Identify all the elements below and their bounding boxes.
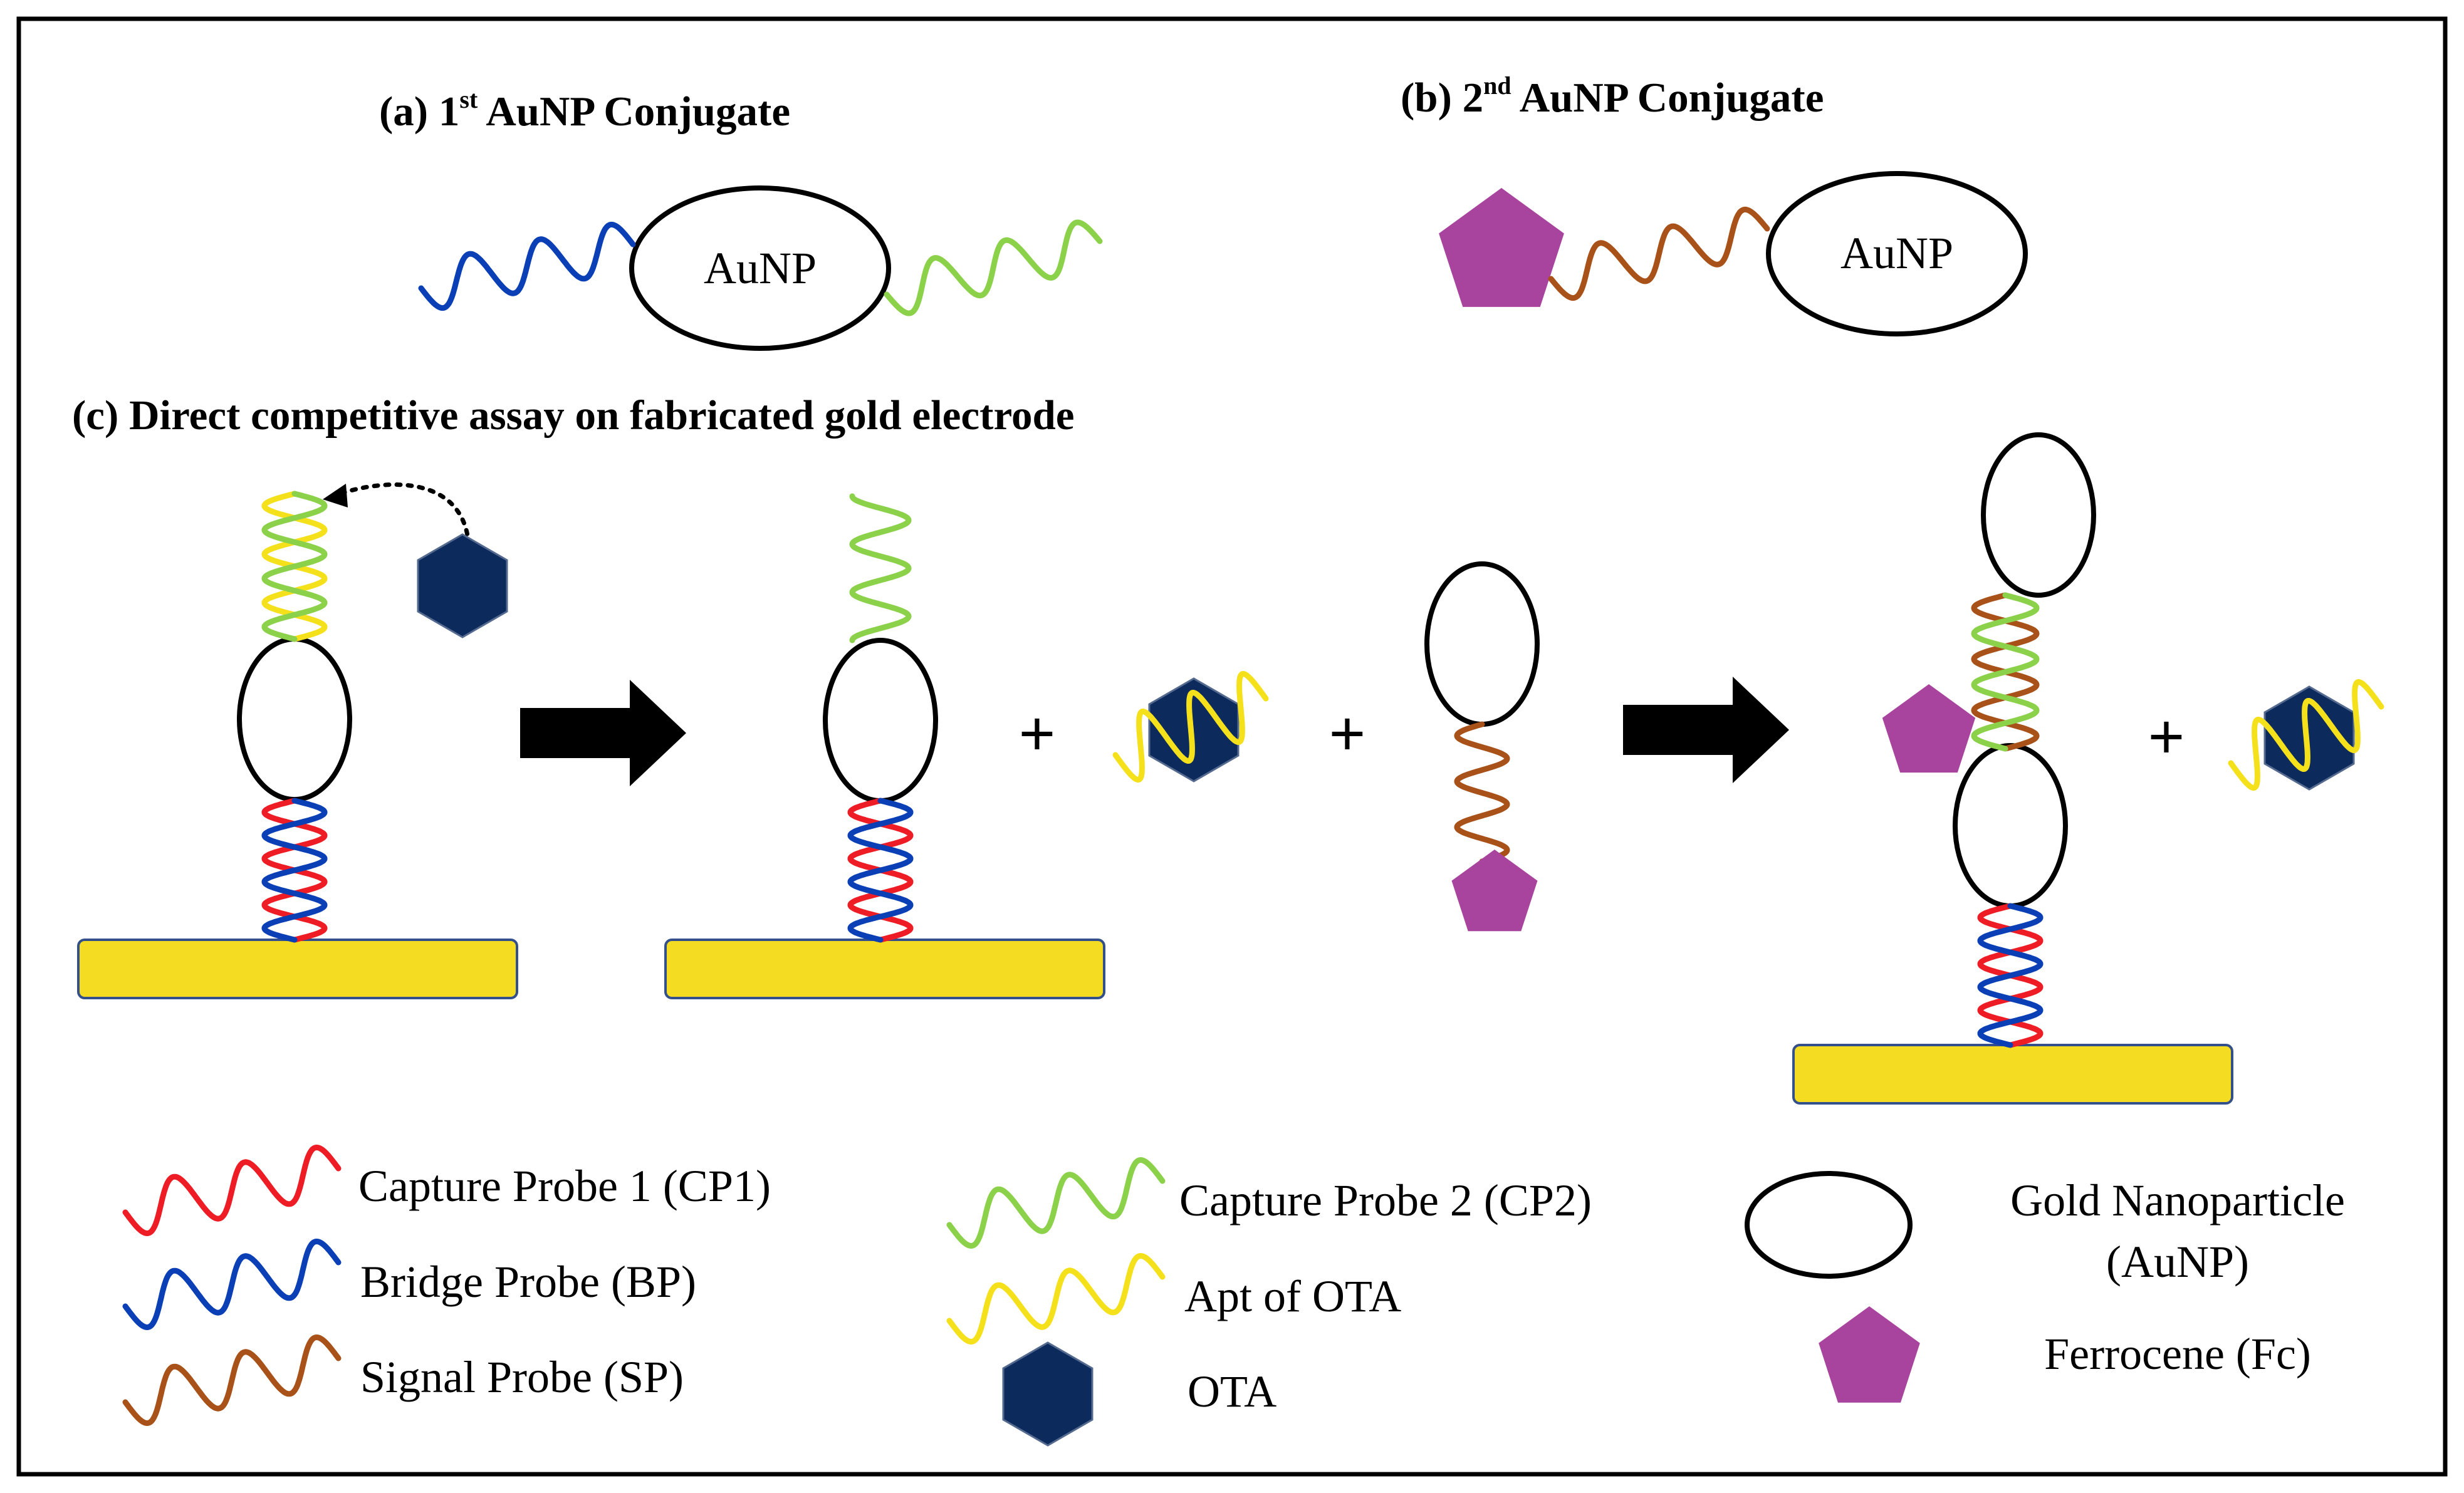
legend-label-bp: Bridge Probe (BP) [360, 1257, 696, 1307]
plus-sign: + [1019, 699, 1055, 769]
legend-label-cp1: Capture Probe 1 (CP1) [358, 1161, 771, 1211]
aunp-ellipse [1766, 171, 2028, 336]
binding-arrow [330, 482, 471, 548]
ferrocene-pentagon [1451, 850, 1538, 932]
gold-electrode-2 [664, 939, 1105, 999]
aunp-label: AuNP [1840, 228, 1953, 278]
ota-hexagon [1148, 677, 1240, 783]
signal-probe-strand [1454, 721, 1510, 865]
legend-label-cp2: Capture Probe 2 (CP2) [1179, 1175, 1592, 1225]
bridge-probe-strand [418, 221, 636, 311]
title-b: (b) 2nd AuNP Conjugate [1401, 71, 1824, 121]
aunp-label: AuNP [704, 243, 817, 293]
aunp-ellipse [629, 185, 891, 351]
reaction-arrow-1 [520, 680, 686, 786]
plus-sign: + [1329, 699, 1365, 769]
bridge-probe-strand [847, 798, 914, 943]
bridge-probe-strand [1977, 903, 2044, 1048]
arrowhead-icon [323, 484, 348, 507]
legend-label-ota: OTA [1188, 1366, 1276, 1417]
legend-label-aunp: Gold Nanoparticle [2010, 1175, 2345, 1225]
reaction-arrow-2 [1623, 677, 1789, 783]
ota-hexagon [2263, 685, 2355, 791]
legend-cp1-icon [122, 1144, 342, 1237]
dynamic-shapes [122, 188, 2384, 1447]
signal-probe-strand [1548, 206, 1770, 301]
legend-sp-icon [122, 1334, 342, 1427]
first-aunp-conjugate: AuNP [629, 185, 891, 351]
aunp-final-bottom [1953, 743, 2068, 908]
legend-apt-icon [946, 1252, 1166, 1345]
legend-bp-icon [122, 1238, 342, 1331]
legend-label-ferrocene: Ferrocene (Fc) [2044, 1329, 2311, 1379]
ferrocene-pentagon [1882, 684, 1976, 773]
second-aunp-conjugate: AuNP [1766, 171, 2028, 336]
legend-label-sp: Signal Probe (SP) [360, 1352, 684, 1402]
title-a: (a) 1st AuNP Conjugate [379, 85, 790, 135]
title-c: (c) Direct competitive assay on fabricat… [72, 392, 1075, 439]
aunp-step2 [823, 638, 938, 803]
legend-ota-icon [1002, 1341, 1094, 1447]
legend-cp2-icon [946, 1157, 1166, 1249]
plus-sign: + [2148, 702, 2185, 772]
aunp-final-top [1981, 432, 2096, 598]
gold-electrode-1 [77, 939, 518, 999]
bridge-probe-strand [261, 798, 328, 943]
capture-probe-2-strand [884, 219, 1103, 316]
legend-label-aunp-abbr: (AuNP) [2106, 1237, 2249, 1287]
capture-probe-2-strand [261, 491, 328, 642]
aptamer-strand [1112, 671, 1269, 783]
legend-label-apt: Apt of OTA [1184, 1271, 1401, 1321]
capture-probe-2-strand [849, 493, 912, 643]
capture-probe-2-strand [1971, 592, 2040, 752]
aptamer-strand [2228, 679, 2384, 791]
ota-hexagon [417, 533, 508, 638]
ferrocene-pentagon [1439, 188, 1564, 307]
gold-electrode-3 [1792, 1044, 2233, 1105]
aunp-signal-conjugate [1424, 561, 1540, 727]
legend-aunp-icon [1745, 1171, 1913, 1279]
aunp-step1 [237, 637, 352, 802]
legend-ferrocene-icon [1819, 1306, 1920, 1403]
